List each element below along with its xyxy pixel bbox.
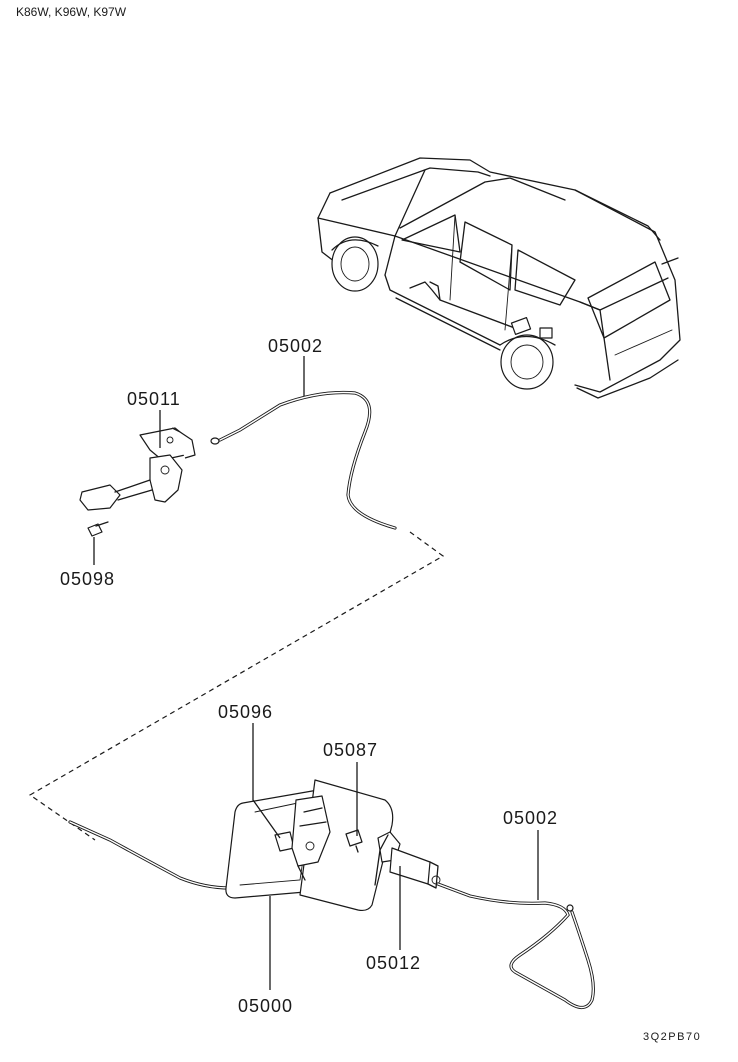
latch-assembly-05012: [374, 831, 441, 889]
fuel-lid-cable-lower-left: [68, 820, 232, 890]
label-05000: 05000: [238, 996, 293, 1016]
leader-lines: [93, 356, 539, 990]
vehicle-illustration: [317, 157, 681, 399]
clip-05087: [345, 829, 363, 853]
fuel-lid-cable-lower-right: [436, 882, 595, 1010]
cable-routing-dashed: [28, 531, 445, 841]
label-05012: 05012: [366, 953, 421, 973]
lid-catch-05096: [274, 795, 331, 881]
label-05098: 05098: [60, 569, 115, 589]
label-05002-bottom: 05002: [503, 808, 558, 828]
label-05087: 05087: [323, 740, 378, 760]
figure-code: 3Q2PB70: [643, 1031, 701, 1043]
label-05011: 05011: [127, 389, 181, 409]
bolt-05098: [87, 521, 109, 537]
label-05002-top: 05002: [268, 336, 323, 356]
label-05096: 05096: [218, 702, 273, 722]
fuel-lid-cable-upper: [210, 390, 397, 530]
model-header: K86W, K96W, K97W: [16, 5, 127, 19]
fuel-lid-opener-lever: [79, 427, 196, 511]
